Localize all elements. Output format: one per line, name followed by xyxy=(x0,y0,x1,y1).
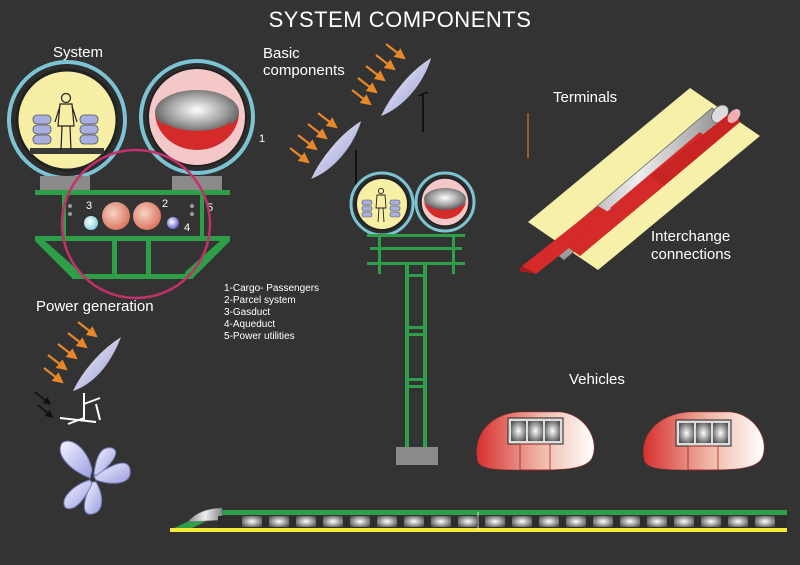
system-cross-section: 3 2 4 5 1 xyxy=(7,59,265,300)
vehicle-2 xyxy=(643,411,765,471)
train-window xyxy=(431,516,451,527)
terminal-station xyxy=(519,88,760,274)
train-window xyxy=(512,516,532,527)
train-window xyxy=(404,516,424,527)
label-basic-line-1: Basic xyxy=(263,45,300,62)
label-basic-line-2: components xyxy=(263,62,345,79)
legend-item-4: 4-Aqueduct xyxy=(224,319,275,330)
number-2: 2 xyxy=(162,198,168,210)
train-window xyxy=(728,516,748,527)
train-window xyxy=(350,516,370,527)
solar-panel-power xyxy=(34,321,123,425)
number-5: 5 xyxy=(207,202,213,214)
system-deck xyxy=(35,190,230,195)
parcel-pipe-2 xyxy=(133,202,161,230)
number-4: 4 xyxy=(184,222,190,234)
train-window xyxy=(674,516,694,527)
train-window xyxy=(458,516,478,527)
train-track xyxy=(170,507,787,532)
vehicle-1 xyxy=(476,411,595,471)
label-interchange-line-2: connections xyxy=(651,246,731,263)
legend-item-1: 1-Cargo- Passengers xyxy=(224,283,319,294)
train-window xyxy=(539,516,559,527)
legend-item-5: 5-Power utilities xyxy=(224,331,295,342)
legend-item-2: 2-Parcel system xyxy=(224,295,296,306)
solar-panel-upper xyxy=(351,43,433,132)
legend-item-3: 3-Gasduct xyxy=(224,307,270,318)
label-interchange-line-1: Interchange xyxy=(651,228,730,245)
legend: 1-Cargo- Passengers 2-Parcel system 3-Ga… xyxy=(224,283,319,342)
highlight-circle xyxy=(60,148,212,300)
train-windows xyxy=(242,516,775,527)
train-window xyxy=(620,516,640,527)
train-window xyxy=(296,516,316,527)
train-window xyxy=(566,516,586,527)
train-window xyxy=(701,516,721,527)
label-system: System xyxy=(53,44,103,61)
label-vehicles: Vehicles xyxy=(569,371,625,388)
passenger-figure-icon xyxy=(54,92,78,151)
train-window xyxy=(377,516,397,527)
page-title: SYSTEM COMPONENTS xyxy=(269,7,532,32)
gasduct-pipe xyxy=(84,216,98,230)
train-window xyxy=(323,516,343,527)
train-window xyxy=(593,516,613,527)
label-terminals: Terminals xyxy=(553,89,617,106)
train-window xyxy=(647,516,667,527)
number-3: 3 xyxy=(86,200,92,212)
basic-components-tower xyxy=(349,171,476,465)
turbine-propeller-icon xyxy=(59,440,131,515)
cargo-stack-left xyxy=(32,114,52,145)
train-window xyxy=(485,516,505,527)
cargo-stack-right xyxy=(79,114,99,145)
aqueduct-pipe xyxy=(167,217,179,229)
train-window xyxy=(269,516,289,527)
parcel-capsule-sphere xyxy=(155,90,239,134)
number-1: 1 xyxy=(259,133,265,145)
train-window xyxy=(242,516,262,527)
power-utilities-dots xyxy=(68,204,194,216)
train-window xyxy=(755,516,775,527)
label-power-generation: Power generation xyxy=(36,298,154,315)
solar-panel-lower xyxy=(289,112,363,188)
parcel-pipe-1 xyxy=(102,202,130,230)
